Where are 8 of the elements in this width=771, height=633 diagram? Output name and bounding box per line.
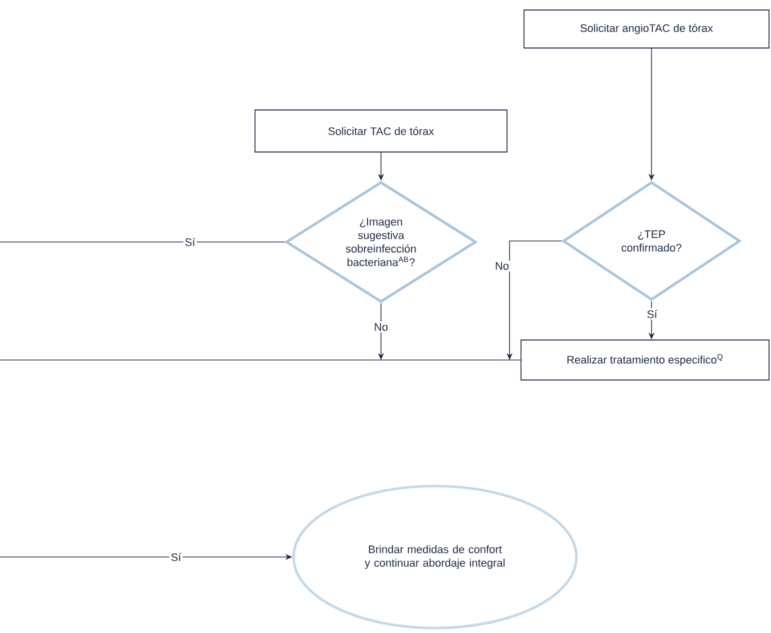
- edge-label: No: [372, 322, 390, 332]
- edge-label: No: [493, 260, 511, 272]
- edge-label: Sí: [645, 308, 659, 320]
- process-box: Realizar tratamiento especifico$^{Q}$: [520, 340, 770, 380]
- edge-label: Sí: [183, 236, 197, 248]
- process-box: Solicitar angioTAC de tórax: [524, 10, 770, 48]
- process-box: Solicitar TAC de tórax: [254, 110, 508, 152]
- edge-label: Sí: [169, 551, 183, 563]
